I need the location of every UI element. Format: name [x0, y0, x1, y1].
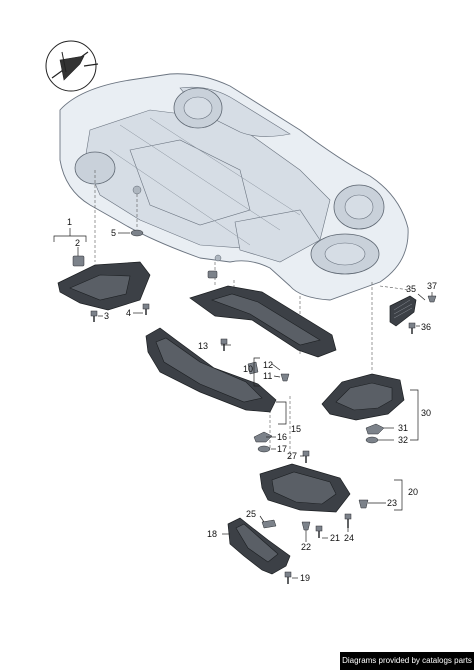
- clip-22: [301, 521, 311, 531]
- leader-lines: [53, 228, 433, 579]
- screw-4: [142, 303, 150, 315]
- clip-25: [261, 519, 277, 529]
- callout-22: 22: [301, 542, 311, 552]
- callout-32: 32: [398, 435, 408, 445]
- grommet-5: [130, 229, 144, 237]
- centre-underbody-panel: [189, 285, 337, 358]
- callout-37: 37: [427, 281, 437, 291]
- screw-19: [284, 571, 292, 584]
- side-trim-panel-18: [227, 517, 291, 575]
- screw-24: [344, 513, 352, 528]
- screw-21: [315, 525, 323, 538]
- callout-1: 1: [67, 217, 72, 227]
- callout-17: 17: [277, 444, 287, 454]
- callout-2: 2: [75, 238, 80, 248]
- car-orientation-icon: [45, 40, 99, 92]
- lower-underbody-panel: [259, 463, 351, 513]
- screw-27: [302, 450, 310, 463]
- car-body-illustration: [59, 73, 409, 301]
- callout-5: 5: [111, 228, 116, 238]
- callout-19: 19: [300, 573, 310, 583]
- callout-23: 23: [387, 498, 397, 508]
- callout-35: 35: [406, 284, 416, 294]
- screw-36: [408, 322, 416, 334]
- callout-labels: 1 2 3 4 5 10 11 12 13 15 16 17 18 19 20 …: [67, 217, 437, 583]
- clip-14: [207, 270, 218, 279]
- callout-13: 13: [198, 341, 208, 351]
- bracket-31: [365, 423, 385, 435]
- callout-27: 27: [287, 451, 297, 461]
- clip-23: [358, 499, 369, 509]
- callout-20: 20: [408, 487, 418, 497]
- rear-underbody-panel: [321, 373, 405, 421]
- callout-11: 11: [263, 371, 272, 381]
- callout-12: 12: [263, 360, 273, 370]
- nut-17: [257, 445, 271, 453]
- callout-31: 31: [398, 423, 408, 433]
- callout-30: 30: [421, 408, 431, 418]
- callout-16: 16: [277, 432, 287, 442]
- callout-24: 24: [344, 533, 354, 543]
- screw-3: [90, 310, 98, 322]
- vent-grille-35: [389, 295, 417, 327]
- clip-37: [427, 295, 437, 303]
- bracket-16: [253, 431, 273, 443]
- clip-11: [280, 373, 290, 382]
- callout-3: 3: [104, 311, 109, 321]
- side-underbody-panel: [145, 327, 277, 413]
- callout-15: 15: [291, 424, 301, 434]
- callout-25: 25: [246, 509, 256, 519]
- callout-21: 21: [330, 533, 340, 543]
- nut-32: [365, 436, 379, 444]
- credit-footer: Diagrams provided by catalogs parts: [340, 652, 474, 670]
- callout-36: 36: [421, 322, 431, 332]
- callout-18: 18: [207, 529, 217, 539]
- callout-10: 10: [243, 364, 253, 374]
- callout-4: 4: [126, 308, 131, 318]
- front-underbody-panel: [57, 255, 151, 311]
